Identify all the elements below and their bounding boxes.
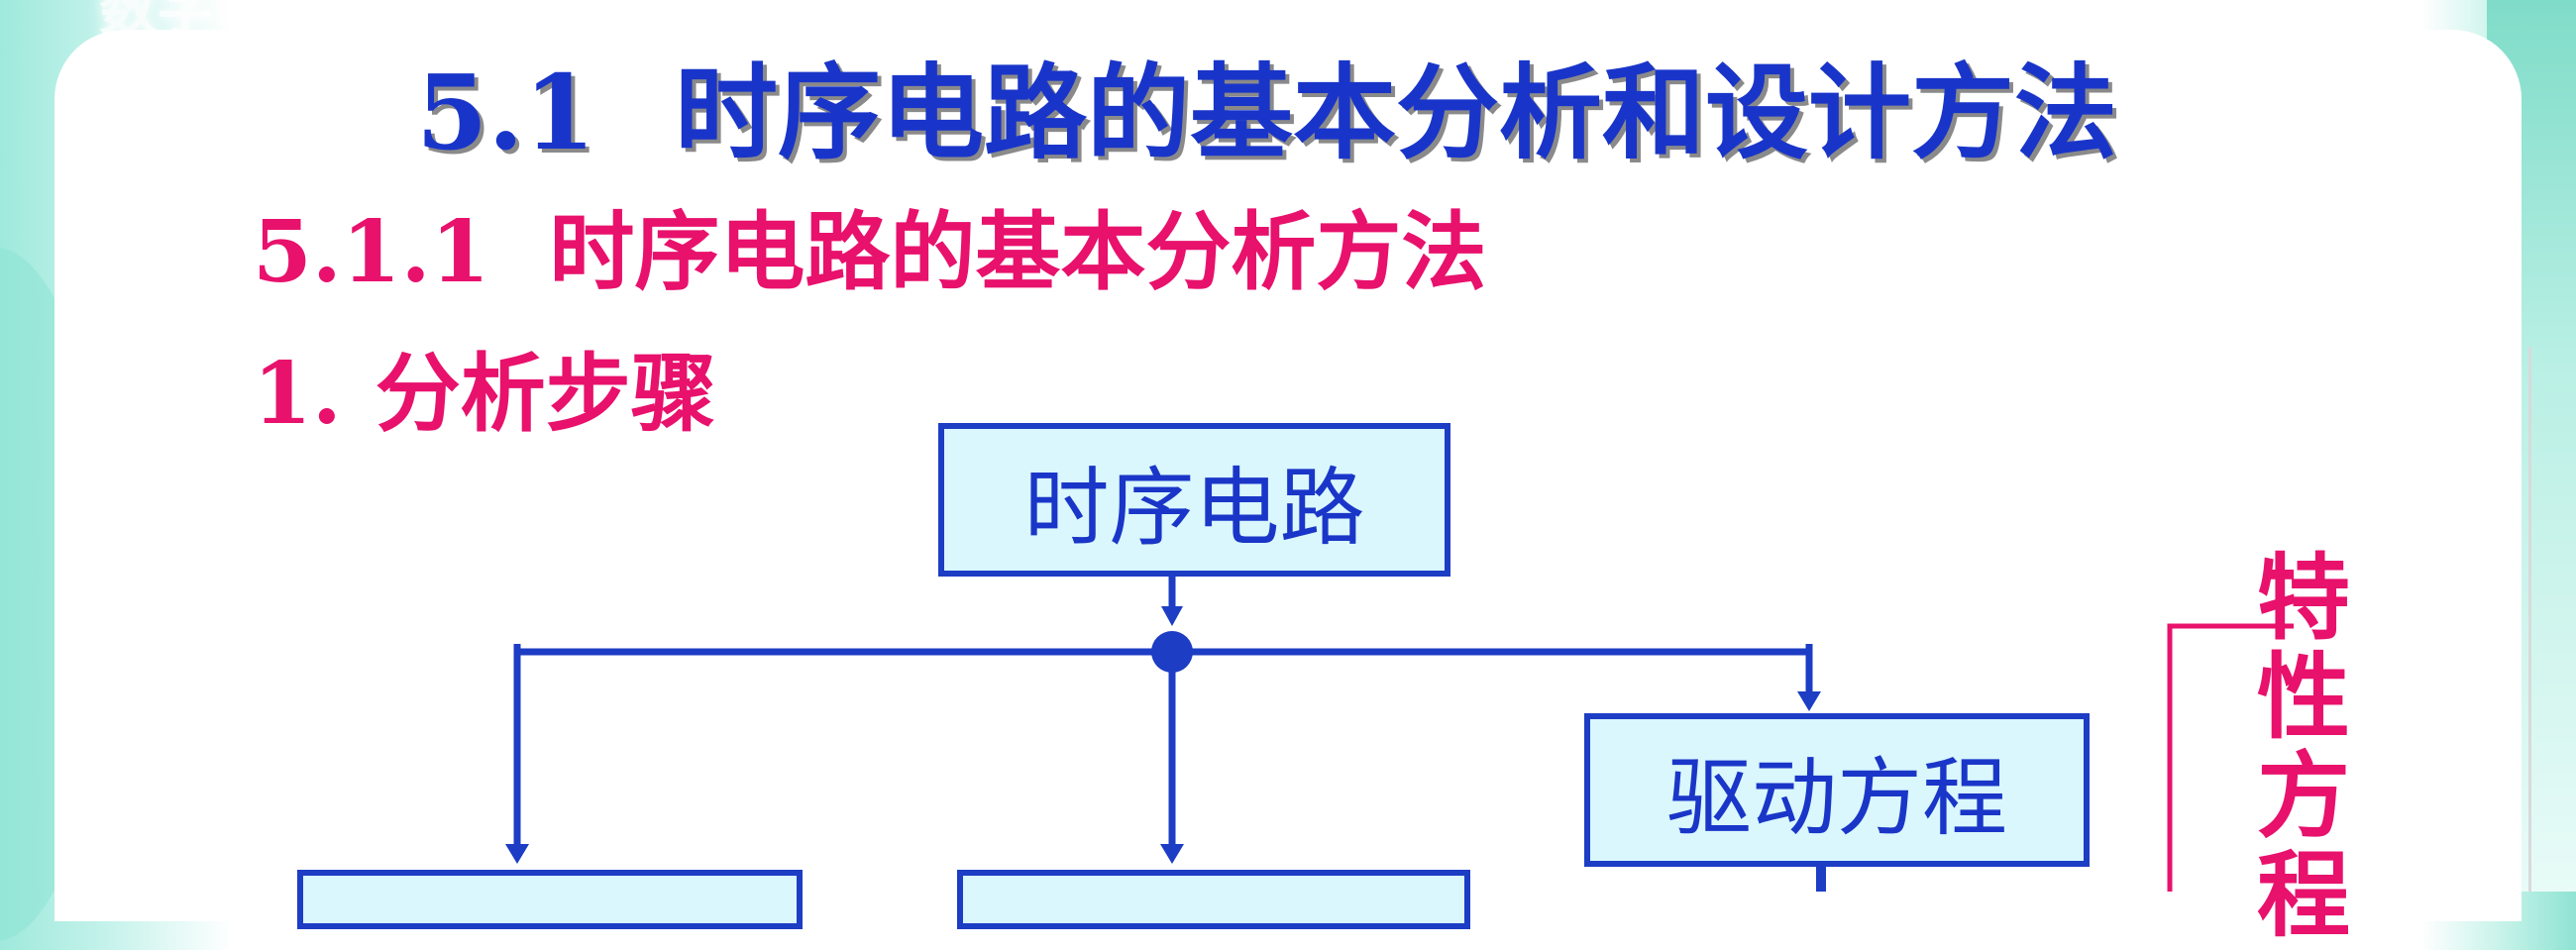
drive-equation-node: 驱动方程 — [1584, 713, 2090, 867]
root-node-sequential-circuit: 时序电路 — [938, 423, 1450, 577]
section-title-text: 时序电路的基本分析和设计方法 — [674, 52, 2117, 173]
right-branch-arrowhead — [1797, 691, 1821, 711]
banner-text: 数字电路技术 — [99, 0, 445, 43]
subsection-title-text: 时序电路的基本分析方法 — [549, 202, 1487, 302]
root-node-label: 时序电路 — [1023, 459, 1365, 558]
drive-equation-label: 驱动方程 — [1666, 749, 2007, 848]
characteristic-bracket — [2167, 623, 2294, 892]
section-number: 5.1 — [416, 52, 595, 173]
right-edge-divider — [2528, 347, 2531, 892]
middle-branch-arrowhead — [1160, 844, 1184, 864]
subsection-number: 5.1.1 — [253, 202, 490, 302]
characteristic-equation-label: 特性方程 — [2256, 545, 2350, 950]
step-number: 1. — [253, 344, 342, 444]
middle-bottom-node — [957, 870, 1470, 929]
header-banner: 数字电路技术 — [99, 0, 694, 43]
left-bottom-node — [297, 870, 803, 929]
step-heading: 1.分析步骤 — [253, 352, 716, 437]
step-title-text: 分析步骤 — [375, 344, 716, 444]
left-branch-arrowhead — [505, 844, 529, 864]
root-arrowhead — [1161, 606, 1183, 626]
